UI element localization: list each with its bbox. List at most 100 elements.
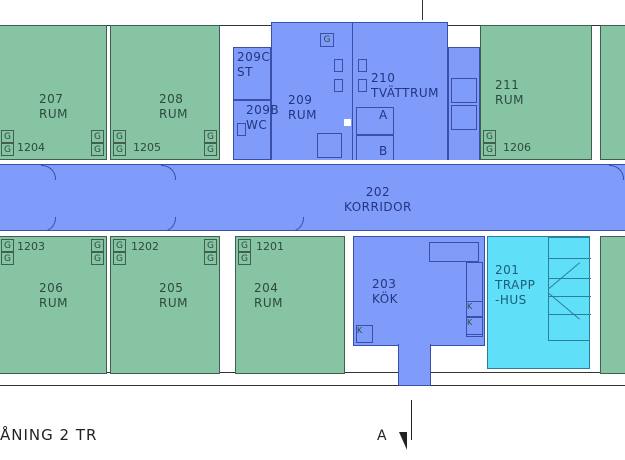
door-right[interactable] (609, 165, 624, 180)
room-number: 210 (371, 71, 396, 85)
counter-icon (466, 262, 483, 337)
cabinet-label: K (357, 326, 363, 335)
room-code: 1201 (256, 240, 284, 253)
kitchen-passage (398, 344, 431, 386)
room-name: RUM (39, 107, 68, 121)
wardrobe-icon: G (113, 239, 126, 252)
stove-icon (429, 242, 479, 262)
wardrobe-icon: G (91, 143, 104, 156)
cabinet-icon: K (466, 317, 483, 335)
room-name: ST (237, 65, 253, 79)
wardrobe-icon: G (320, 33, 334, 47)
toilet-stall-a[interactable]: A (356, 107, 394, 135)
room-name: TRAPP (495, 278, 536, 292)
wardrobe-icon: G (238, 252, 251, 265)
cabinet-label: K (467, 302, 473, 311)
wardrobe-icon: G (483, 130, 496, 143)
wardrobe-icon: G (204, 130, 217, 143)
sink-icon (334, 79, 343, 92)
room-name: KORRIDOR (344, 200, 412, 214)
wardrobe-icon: G (204, 239, 217, 252)
door-204[interactable] (289, 217, 304, 232)
room-number: 209 (288, 93, 313, 107)
room-partial-right-bottom[interactable] (600, 236, 625, 374)
room-number: 209C (237, 50, 271, 64)
room-number: 206 (39, 281, 64, 295)
room-name: RUM (495, 93, 524, 107)
section-arrow-icon (399, 432, 407, 450)
staircase-icon (548, 237, 591, 341)
room-number: 203 (372, 277, 397, 291)
cabinet-icon: K (356, 325, 373, 343)
room-name: TVÄTTRUM (371, 86, 439, 100)
room-code: 1205 (133, 141, 161, 154)
washing-machine-icon (451, 78, 477, 103)
room-number: 207 (39, 92, 64, 106)
room-number: 208 (159, 92, 184, 106)
room-number: 204 (254, 281, 279, 295)
section-line (411, 400, 412, 440)
room-number: 202 (365, 185, 391, 199)
room-name: WC (246, 118, 268, 132)
wall-gap (0, 160, 625, 164)
wardrobe-icon: G (113, 130, 126, 143)
bottom-wall (0, 372, 625, 386)
wardrobe-icon: G (238, 239, 251, 252)
laundry-machines (448, 47, 480, 162)
room-partial-right-top[interactable] (600, 25, 625, 160)
room-number: 201 (495, 263, 520, 277)
section-marker: A (377, 428, 387, 444)
floor-caption: ÅNING 2 TR (0, 426, 98, 444)
room-name: RUM (254, 296, 283, 310)
sink-icon (358, 79, 367, 92)
room-name-2: -HUS (495, 293, 527, 307)
room-name: RUM (288, 108, 317, 122)
stall-label: B (379, 144, 388, 158)
room-code: 1204 (17, 141, 45, 154)
door-207[interactable] (41, 165, 56, 180)
wardrobe-icon: G (1, 143, 14, 156)
wardrobe-icon: G (1, 239, 14, 252)
shower-icon (317, 133, 342, 158)
door-205[interactable] (161, 217, 176, 232)
room-code: 1203 (17, 240, 45, 253)
wardrobe-icon: G (1, 130, 14, 143)
wardrobe-icon: G (204, 143, 217, 156)
sink-icon (358, 59, 367, 72)
sink-icon (237, 123, 246, 136)
sink-icon (334, 59, 343, 72)
room-number: 211 (495, 78, 520, 92)
wardrobe-icon: G (204, 252, 217, 265)
section-line-top (422, 0, 423, 20)
toilet-stall-b[interactable]: B (356, 135, 394, 161)
wardrobe-icon: G (113, 143, 126, 156)
wardrobe-icon: G (91, 239, 104, 252)
room-code: 1202 (131, 240, 159, 253)
door-206[interactable] (41, 217, 56, 232)
room-name: RUM (159, 107, 188, 121)
door-208[interactable] (161, 165, 176, 180)
wardrobe-icon: G (91, 252, 104, 265)
cabinet-label: K (467, 318, 473, 327)
wardrobe-icon: G (113, 252, 126, 265)
room-name: RUM (159, 296, 188, 310)
dryer-icon (451, 105, 477, 130)
column (344, 119, 351, 126)
cabinet-icon: K (466, 301, 483, 317)
stall-label: A (379, 108, 388, 122)
room-name: KÖK (372, 292, 399, 306)
